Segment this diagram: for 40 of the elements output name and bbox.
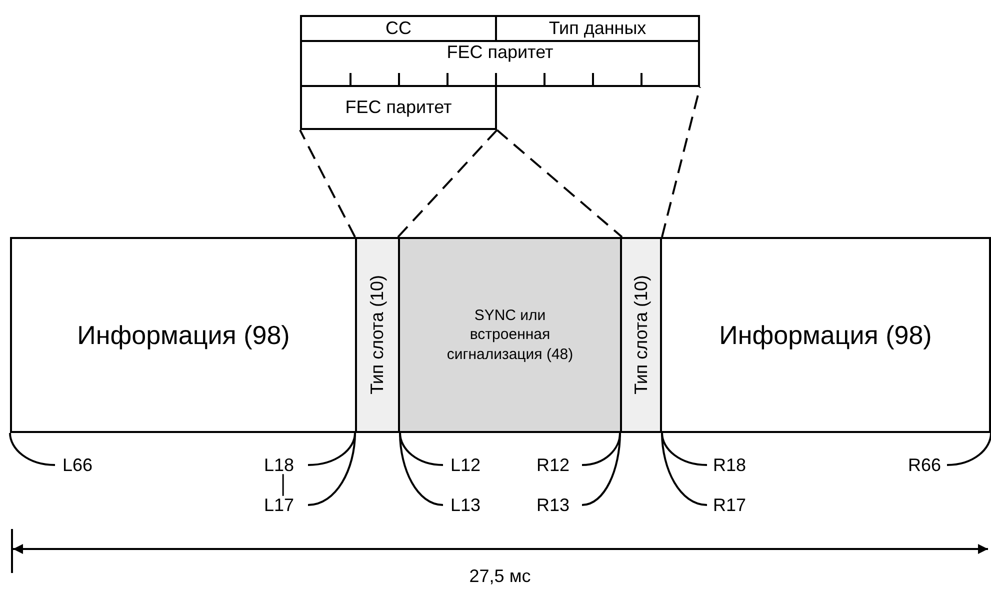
- frame-section: [10, 237, 357, 433]
- field-box: [300, 85, 497, 130]
- bit-position-label: R18: [707, 452, 752, 478]
- field-label: Информация (98): [77, 320, 290, 350]
- bit-position-label: L13: [443, 492, 488, 518]
- field-label: SYNC или встроенная сигнализация (48): [446, 306, 574, 364]
- bit-position-label: L17: [250, 492, 308, 518]
- bit-position-label: L18: [250, 452, 308, 478]
- leader-line: [661, 432, 708, 506]
- frame-section: [398, 237, 622, 433]
- leader-line: [9, 432, 56, 466]
- field-box: [300, 15, 497, 42]
- bit-position-label: R13: [524, 492, 582, 518]
- bit-position-label: R12: [524, 452, 582, 478]
- range-tick: [282, 474, 284, 496]
- expansion-line: [496, 129, 623, 238]
- frame-section: [620, 237, 662, 433]
- field-label: CC: [386, 18, 412, 39]
- field-label: Информация (98): [719, 320, 932, 350]
- frame-section: [660, 237, 991, 433]
- leader-line: [308, 432, 356, 506]
- bit-position-label: L12: [443, 452, 488, 478]
- leader-line: [946, 432, 991, 466]
- field-box: [300, 40, 700, 87]
- expansion-line: [299, 130, 356, 238]
- leader-line: [582, 432, 621, 506]
- field-label: Тип слота (10): [367, 275, 388, 395]
- dimension-label: 27,5 мс: [468, 566, 532, 587]
- field-label: Тип слота (10): [630, 275, 652, 395]
- expansion-line: [661, 86, 701, 238]
- field-label: Тип данных: [548, 18, 646, 39]
- field-box: [495, 15, 700, 42]
- bit-position-label: L66: [55, 452, 100, 478]
- frame-section: [355, 237, 400, 433]
- field-label: FEC паритет: [446, 42, 554, 63]
- expansion-line: [397, 129, 498, 238]
- leader-line: [399, 432, 444, 506]
- bit-position-label: R66: [902, 452, 947, 478]
- bit-position-label: R17: [707, 492, 752, 518]
- field-label: FEC паритет: [345, 97, 452, 118]
